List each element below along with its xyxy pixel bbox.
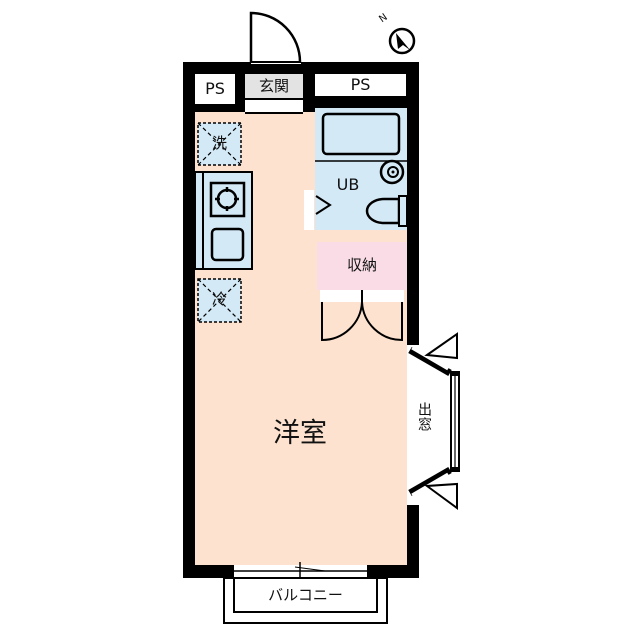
ps-right-label: PS xyxy=(350,75,371,94)
bay-window xyxy=(407,345,455,498)
closet-door-left xyxy=(321,301,363,342)
unit-bath-label: UB xyxy=(336,175,360,194)
balcony-label: バルコニー xyxy=(268,586,343,604)
ps-left-label: PS xyxy=(205,79,225,98)
main-room-label: 洋室 xyxy=(273,418,327,449)
north-arrow-icon xyxy=(388,27,416,55)
toilet xyxy=(365,197,401,225)
bay-window-label: 出窓 xyxy=(416,402,432,432)
bathtub xyxy=(321,112,401,156)
entrance-step xyxy=(245,99,303,113)
closet-door-right xyxy=(361,301,403,342)
ps-right-box xyxy=(315,74,406,96)
balcony-inner xyxy=(233,577,378,613)
storage xyxy=(317,242,407,290)
washer-label: 洗 xyxy=(211,134,227,152)
entrance-label: 玄関 xyxy=(258,77,289,95)
ps-left-box xyxy=(195,74,235,104)
kitchen-sink xyxy=(210,227,245,262)
entrance-door xyxy=(249,11,302,63)
fridge-label: 冷 xyxy=(211,290,227,308)
storage-label: 収納 xyxy=(346,256,377,274)
